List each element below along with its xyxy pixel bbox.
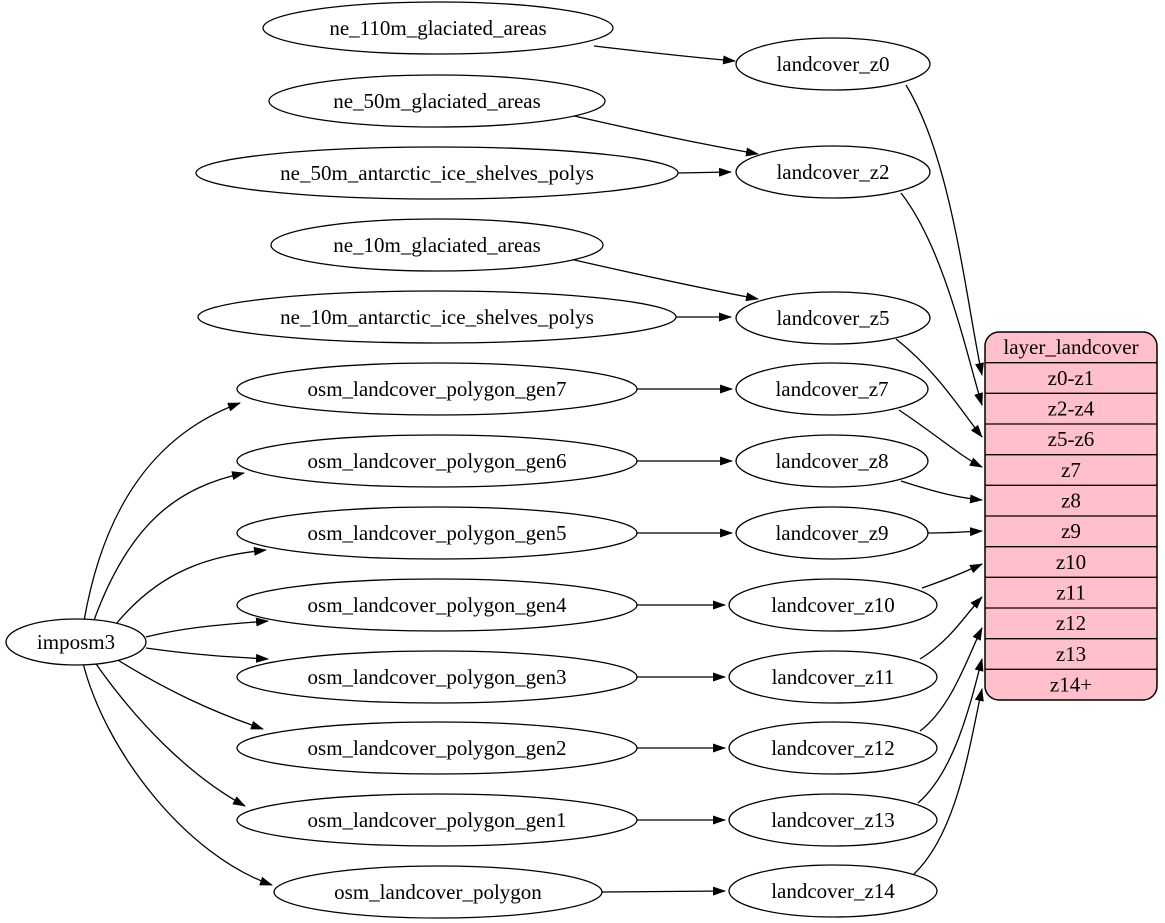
record-row-z13: z13 bbox=[1056, 642, 1086, 666]
edge-imposm3-polygon bbox=[82, 662, 273, 886]
node-landcover-z9: landcover_z9 bbox=[735, 506, 929, 560]
edge-ne10mg-z5 bbox=[569, 258, 759, 302]
edge-z14-row bbox=[913, 688, 984, 875]
node-label: osm_landcover_polygon_gen4 bbox=[308, 593, 567, 617]
node-label: landcover_z12 bbox=[771, 736, 895, 760]
record-row-z0-z1: z0-z1 bbox=[1048, 366, 1095, 390]
record-row-z7: z7 bbox=[1061, 458, 1081, 482]
edge-z8-row bbox=[900, 480, 983, 504]
edge-poly-z14 bbox=[601, 886, 726, 896]
node-label: landcover_z10 bbox=[771, 593, 895, 617]
edge-imposm3-gen6 bbox=[92, 471, 245, 624]
node-osm-landcover-polygon-gen4: osm_landcover_polygon_gen4 bbox=[236, 578, 638, 632]
edge-z2-row bbox=[900, 192, 983, 406]
edge-ne50mg-z2 bbox=[569, 114, 759, 157]
node-label: osm_landcover_polygon_gen6 bbox=[308, 449, 567, 473]
node-landcover-z11: landcover_z11 bbox=[728, 650, 938, 704]
node-label: osm_landcover_polygon_gen5 bbox=[308, 521, 567, 545]
node-landcover-z10: landcover_z10 bbox=[728, 578, 938, 632]
layer-landcover-title: layer_landcover bbox=[1003, 335, 1138, 359]
node-landcover-z5: landcover_z5 bbox=[735, 291, 931, 345]
edges bbox=[82, 45, 984, 896]
edge-z7-row bbox=[898, 409, 983, 468]
node-osm-landcover-polygon-gen5: osm_landcover_polygon_gen5 bbox=[236, 506, 638, 560]
edge-imposm3-gen5 bbox=[111, 546, 267, 630]
node-label: landcover_z13 bbox=[771, 808, 895, 832]
node-osm-landcover-polygon-gen6: osm_landcover_polygon_gen6 bbox=[236, 434, 638, 488]
node-label: osm_landcover_polygon_gen1 bbox=[308, 808, 567, 832]
node-osm-landcover-polygon-gen1: osm_landcover_polygon_gen1 bbox=[236, 793, 638, 847]
node-label: landcover_z2 bbox=[776, 160, 889, 184]
node-osm-landcover-polygon-gen3: osm_landcover_polygon_gen3 bbox=[236, 650, 638, 704]
edge-z12-row bbox=[919, 627, 983, 732]
node-landcover-z0: landcover_z0 bbox=[735, 37, 931, 91]
node-imposm3: imposm3 bbox=[5, 618, 147, 666]
record-row-z8: z8 bbox=[1061, 489, 1081, 513]
edge-z5-row bbox=[895, 338, 983, 438]
node-landcover-z12: landcover_z12 bbox=[728, 721, 938, 775]
node-label: landcover_z5 bbox=[776, 306, 889, 330]
node-ne-10m-antarctic-ice-shelves-polys: ne_10m_antarctic_ice_shelves_polys bbox=[197, 290, 677, 344]
record-row-z9: z9 bbox=[1061, 519, 1081, 543]
record-row-z14: z14+ bbox=[1050, 673, 1092, 697]
edge-z13-row bbox=[917, 658, 984, 804]
record-row-z10: z10 bbox=[1056, 550, 1086, 574]
node-label: landcover_z14 bbox=[771, 879, 895, 903]
node-label: landcover_z9 bbox=[775, 521, 888, 545]
node-layer-landcover: layer_landcover z0-z1 z2-z4 z5-z6 z7 z8 … bbox=[984, 331, 1158, 701]
node-ne-50m-antarctic-ice-shelves-polys: ne_50m_antarctic_ice_shelves_polys bbox=[195, 146, 679, 200]
edge-imposm3-gen2 bbox=[112, 656, 264, 730]
node-landcover-z2: landcover_z2 bbox=[735, 145, 931, 199]
record-row-z11: z11 bbox=[1056, 581, 1086, 605]
node-landcover-z13: landcover_z13 bbox=[728, 793, 938, 847]
node-osm-landcover-polygon: osm_landcover_polygon bbox=[273, 865, 603, 919]
node-ne-110m-glaciated-areas: ne_110m_glaciated_areas bbox=[262, 1, 614, 55]
record-row-z2-z4: z2-z4 bbox=[1048, 397, 1095, 421]
node-osm-landcover-polygon-gen2: osm_landcover_polygon_gen2 bbox=[236, 721, 638, 775]
node-label: ne_50m_antarctic_ice_shelves_polys bbox=[280, 161, 594, 185]
record-row-z12: z12 bbox=[1056, 611, 1086, 635]
node-landcover-z8: landcover_z8 bbox=[735, 434, 929, 488]
node-label: landcover_z0 bbox=[776, 52, 889, 76]
record-row-z5-z6: z5-z6 bbox=[1048, 427, 1095, 451]
edge-z11-row bbox=[919, 596, 983, 660]
edge-imposm3-gen4 bbox=[145, 617, 269, 638]
node-label: ne_110m_glaciated_areas bbox=[329, 16, 546, 40]
node-label: ne_50m_glaciated_areas bbox=[333, 89, 541, 113]
edge-z0-row bbox=[905, 84, 984, 376]
edge-ne50ma-z2 bbox=[677, 167, 732, 177]
edge-z10-row bbox=[921, 563, 983, 589]
node-landcover-z7: landcover_z7 bbox=[735, 362, 929, 416]
node-label: landcover_z11 bbox=[772, 665, 895, 689]
node-osm-landcover-polygon-gen7: osm_landcover_polygon_gen7 bbox=[236, 362, 638, 416]
node-ne-50m-glaciated-areas: ne_50m_glaciated_areas bbox=[268, 74, 606, 128]
edge-imposm3-gen1 bbox=[93, 660, 246, 807]
node-label: landcover_z7 bbox=[775, 377, 888, 401]
node-label: osm_landcover_polygon_gen3 bbox=[308, 665, 567, 689]
node-label: landcover_z8 bbox=[775, 449, 888, 473]
node-label: osm_landcover_polygon_gen7 bbox=[308, 377, 567, 401]
edge-ne110m-z0 bbox=[593, 45, 736, 65]
node-label: osm_landcover_polygon bbox=[334, 880, 542, 904]
node-label: ne_10m_glaciated_areas bbox=[333, 233, 541, 257]
node-landcover-z14: landcover_z14 bbox=[728, 864, 938, 918]
node-label: osm_landcover_polygon_gen2 bbox=[308, 736, 567, 760]
node-imposm3-label: imposm3 bbox=[37, 630, 115, 654]
node-label: ne_10m_antarctic_ice_shelves_polys bbox=[280, 305, 594, 329]
edge-imposm3-gen7 bbox=[83, 402, 241, 622]
node-ne-10m-glaciated-areas: ne_10m_glaciated_areas bbox=[270, 218, 604, 272]
edge-imposm3-gen3 bbox=[145, 647, 269, 663]
edge-z9-row bbox=[927, 527, 983, 537]
